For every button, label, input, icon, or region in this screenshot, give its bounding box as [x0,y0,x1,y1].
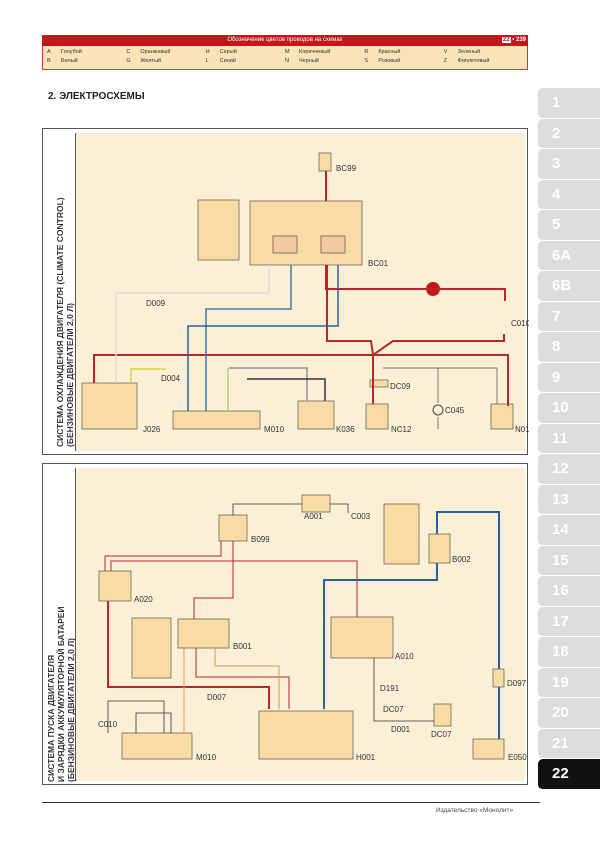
chapter-tab-6b[interactable]: 6B [538,271,600,302]
header-title: Обозначение цветов проводов на схемах [227,37,343,43]
chapter-tab-12[interactable]: 12 [538,454,600,485]
chapter-tab-3[interactable]: 3 [538,149,600,180]
label-nc12: NC12 [391,425,412,434]
chapter-tab-2[interactable]: 2 [538,118,600,149]
cooling-system-diagram: СИСТЕМА ОХЛАЖДЕНИЯ ДВИГАТЕЛЯ (CLIMATE CO… [42,128,529,455]
label-d001: D001 [391,725,411,734]
chapter-tab-21[interactable]: 21 [538,728,600,759]
chapter-tab-6a[interactable]: 6A [538,240,600,271]
label-b001: B001 [233,642,252,651]
chapter-tab-18[interactable]: 18 [538,637,600,668]
component-dc07 [433,703,452,727]
label-b099: B099 [251,535,270,544]
component-nc12 [365,403,389,430]
chapter-tab-9[interactable]: 9 [538,362,600,393]
component-c045 [432,404,444,416]
component-a001 [301,494,331,513]
chapter-tab-1[interactable]: 1 [538,88,600,119]
component-bc01 [249,200,363,266]
chapter-tab-10[interactable]: 10 [538,393,600,424]
chapter-tab-11[interactable]: 11 [538,423,600,454]
chapter-tab-13[interactable]: 13 [538,484,600,515]
chapter-tab-16[interactable]: 16 [538,576,600,607]
label-k036: K036 [336,425,355,434]
publisher-footer: Издательство «Монолит» [436,807,514,814]
page-number: 22 • 239 [501,37,526,43]
chapter-tab-17[interactable]: 17 [538,606,600,637]
connector-dc09 [369,379,389,388]
label-dc09: DC09 [390,382,411,391]
chapter-tab-20[interactable]: 20 [538,698,600,729]
wire-color-header: Обозначение цветов проводов на схемах 22… [42,35,528,46]
label-c010: C010 [511,319,529,328]
component-b002 [428,533,451,564]
component-b099 [218,514,248,542]
legend-pictogram [197,199,240,261]
chapter-tab-5[interactable]: 5 [538,210,600,241]
cooling-wiring-schematic: BC99 BC01 D009 D004 DC09 C010 J026 M010 … [81,152,529,434]
label-h001: H001 [356,753,376,762]
component-d097 [492,668,505,688]
label-a001: A001 [304,512,323,521]
label-c003: C003 [351,512,371,521]
label-d009: D009 [146,299,166,308]
footer-divider [42,802,540,803]
chapter-tab-14[interactable]: 14 [538,515,600,546]
component-n011 [490,403,514,430]
label-n011: N011 [515,425,529,434]
chapter-tab-22[interactable]: 22 [538,759,600,790]
label-m010: M010 [264,425,285,434]
component-h001 [258,710,354,760]
component-a010 [330,616,394,659]
component-m010 [172,410,261,430]
component-bc99 [318,152,332,172]
component-m010 [121,732,193,760]
label-a010: A010 [395,652,414,661]
component-k036 [297,400,335,430]
component-j026 [81,382,138,430]
component-a020 [98,570,132,602]
label-j026: J026 [143,425,161,434]
label-a020: A020 [134,595,153,604]
label-dc07: DC07 [431,730,452,739]
label-e050: E050 [508,753,527,762]
label-d007: D007 [207,693,227,702]
section-title: 2. ЭЛЕКТРОСХЕМЫ [48,91,145,102]
component-b001 [177,618,230,649]
label-c045: C045 [445,406,465,415]
starting-wiring-schematic: A001 C003 B099 B002 A020 B001 A010 D191 … [98,494,527,762]
label-d097: D097 [507,679,527,688]
label-b002: B002 [452,555,471,564]
label-dc07: DC07 [383,705,404,714]
legend-pictogram [383,503,420,565]
label-d004: D004 [161,374,181,383]
label-bc99: BC99 [336,164,357,173]
chapter-tab-15[interactable]: 15 [538,545,600,576]
label-d191: D191 [380,684,400,693]
label-bc01: BC01 [368,259,389,268]
label-m010: M010 [196,753,217,762]
legend-pictogram [131,617,172,679]
chapter-tab-4[interactable]: 4 [538,179,600,210]
component-e050 [472,738,505,760]
label-c010: C010 [98,720,118,729]
chapter-tab-8[interactable]: 8 [538,332,600,363]
chapter-tab-19[interactable]: 19 [538,667,600,698]
chapter-tab-7[interactable]: 7 [538,301,600,332]
